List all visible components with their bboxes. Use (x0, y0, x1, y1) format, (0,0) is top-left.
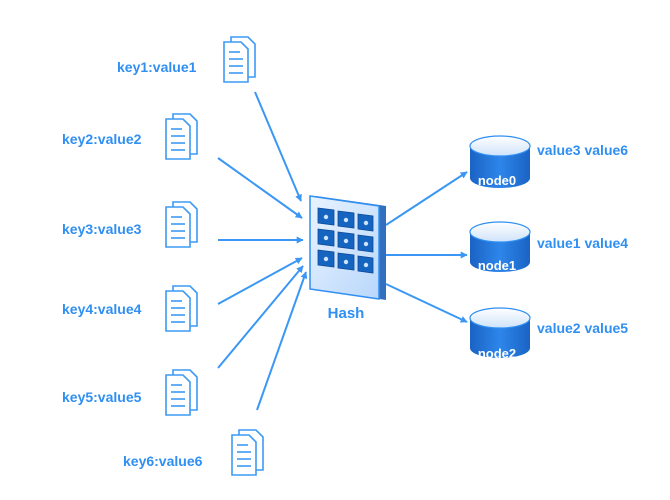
key-label-3: key3:value3 (62, 221, 142, 237)
key-label-2: key2:value2 (62, 131, 142, 147)
document-stack-icon (165, 285, 198, 332)
document-stack-icon (165, 113, 198, 160)
node-name-1: node1 (478, 258, 516, 273)
input-arrows (217, 91, 308, 411)
database-cylinder-icon (469, 221, 531, 272)
node-item-1: node1 value1 value4 (469, 221, 628, 273)
node-values-0: value3 value6 (537, 142, 628, 158)
arrow-key2-to-hash (217, 157, 303, 219)
node-name-2: node2 (478, 346, 516, 361)
key-item-4: key4:value4 (62, 285, 198, 332)
arrow-key1-to-hash (254, 91, 302, 202)
document-stack-icon (165, 201, 198, 248)
database-cylinder-icon (469, 135, 531, 188)
key-item-6: key6:value6 (123, 429, 264, 476)
node-item-2: node2 value2 value5 (469, 307, 628, 361)
arrow-hash-to-node2 (385, 283, 468, 323)
document-stack-icon (165, 369, 198, 416)
arrow-key6-to-hash (256, 271, 308, 411)
arrow-key4-to-hash (217, 257, 303, 305)
key-item-5: key5:value5 (62, 369, 198, 416)
document-stack-icon (231, 429, 264, 476)
output-arrows (385, 171, 468, 323)
node-values-1: value1 value4 (537, 235, 628, 251)
node-values-2: value2 value5 (537, 320, 628, 336)
hash-label: Hash (328, 305, 365, 322)
hash-block: Hash (309, 195, 386, 322)
key-label-6: key6:value6 (123, 453, 203, 469)
key-label-1: key1:value1 (117, 59, 197, 75)
key-label-4: key4:value4 (62, 301, 142, 317)
key-label-5: key5:value5 (62, 389, 142, 405)
node-name-0: node0 (478, 173, 516, 188)
database-cylinder-icon (469, 307, 531, 358)
hash-grid-icon (309, 195, 386, 300)
document-stack-icon (223, 36, 256, 83)
key-item-2: key2:value2 (62, 113, 198, 160)
key-item-1: key1:value1 (117, 36, 256, 83)
node-item-0: node0 value3 value6 (469, 135, 628, 188)
key-item-3: key3:value3 (62, 201, 198, 248)
arrow-hash-to-node0 (385, 171, 468, 226)
arrow-key5-to-hash (217, 265, 304, 369)
